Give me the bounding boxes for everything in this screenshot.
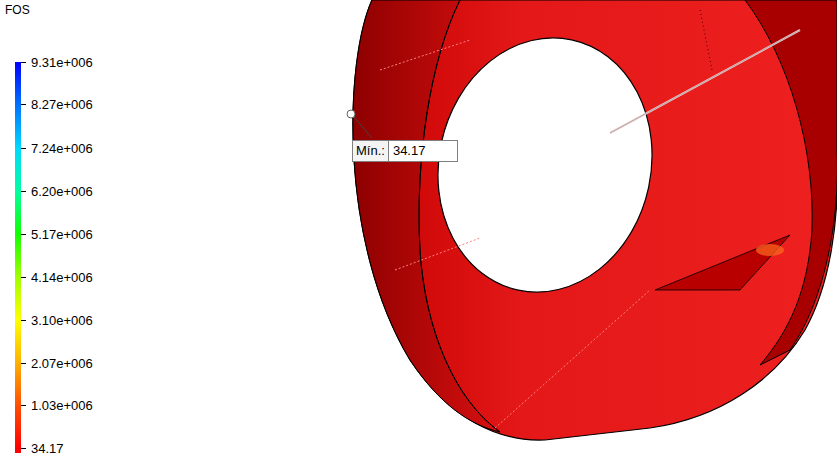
color-bar-segment (15, 363, 21, 405)
callout-caption: Mín.: (352, 140, 389, 162)
tick-mark (21, 104, 26, 105)
color-bar-segment (15, 405, 21, 448)
scale-value: 2.07e+006 (31, 356, 93, 371)
scale-value: 9.31e+006 (31, 55, 93, 70)
min-callout: Mín.:34.17 (352, 140, 458, 162)
color-bar-segment (15, 191, 21, 234)
tick-mark (21, 234, 26, 235)
tick-mark (21, 363, 26, 364)
scale-value: 4.14e+006 (31, 270, 93, 285)
color-bar-segment (15, 277, 21, 320)
color-bar-segment (15, 148, 21, 191)
tick-mark (21, 62, 26, 63)
scale-value: 8.27e+006 (31, 97, 93, 112)
result-label: FOS (5, 3, 30, 18)
color-bar-segment (15, 320, 21, 363)
color-bar-segment (15, 62, 21, 104)
scale-value: 5.17e+006 (31, 227, 93, 242)
tick-mark (21, 277, 26, 278)
tick-mark (21, 320, 26, 321)
scale-value: 34.17 (31, 441, 64, 456)
tick-mark (21, 448, 26, 449)
tick-mark (21, 191, 26, 192)
scale-value: 6.20e+006 (31, 184, 93, 199)
tick-mark (21, 405, 26, 406)
scale-value: 3.10e+006 (31, 313, 93, 328)
scale-value: 1.03e+006 (31, 398, 93, 413)
color-bar-segment (15, 104, 21, 148)
color-bar-segment (15, 234, 21, 277)
scale-value: 7.24e+006 (31, 141, 93, 156)
callout-value: 34.17 (389, 140, 458, 162)
tick-mark (21, 148, 26, 149)
